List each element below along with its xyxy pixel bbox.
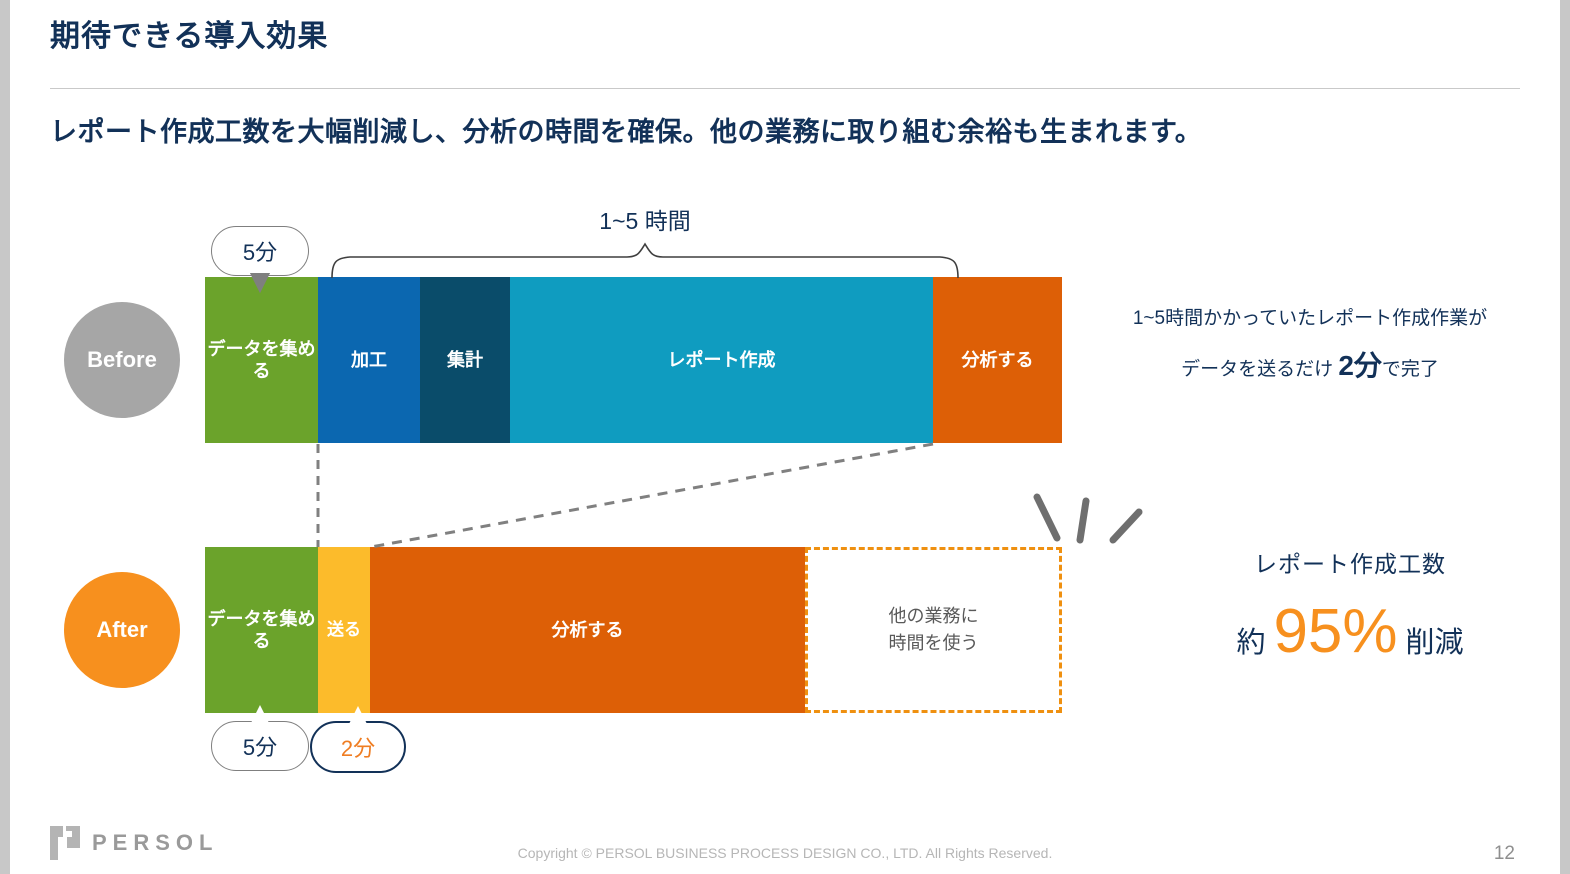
after-segment-send: 送る [318, 547, 370, 713]
after-segment-collect-label: データを集める [207, 608, 316, 652]
after-duration-bubble-send: 2分 [310, 705, 406, 773]
before-segment-report-label: レポート作成 [667, 349, 776, 370]
before-duration-brace: 1~5 時間 [330, 202, 960, 280]
before-duration-bubble-collect: 5分 [211, 226, 309, 293]
after-segment-analyze: 分析する [370, 547, 805, 713]
lead-statement: レポート作成工数を大幅削減し、分析の時間を確保。他の業務に取り組む余裕も生まれま… [50, 117, 1203, 147]
page-title: 期待できる導入効果 [50, 20, 329, 53]
after-bar: データを集める 送る 分析する [205, 547, 1062, 713]
bubble-tail [348, 705, 368, 725]
sparkle-icon [1033, 493, 1143, 544]
after-badge: After [64, 572, 180, 688]
title-divider [50, 88, 1520, 89]
before-segment-analyze-label: 分析する [961, 349, 1034, 370]
before-segment-aggregate-label: 集計 [447, 349, 483, 370]
page-edge-right [1560, 0, 1570, 874]
before-segment-collect-label: データを集める [207, 338, 316, 382]
after-note-approx: 約 [1236, 627, 1266, 659]
before-note-highlight: 2分 [1338, 350, 1382, 381]
after-segment-collect: データを集める [205, 547, 318, 713]
after-duration-bubble-collect-label: 5分 [242, 735, 278, 760]
before-segment-analyze: 分析する [933, 277, 1062, 443]
before-note: 1~5時間かかっていたレポート作成作業が データを送るだけ 2分で完了 [1075, 300, 1545, 394]
after-other-work-label: 他の業務に 時間を使う [888, 606, 979, 653]
page-number: 12 [1493, 843, 1515, 864]
before-segment-process-label: 加工 [351, 349, 387, 370]
before-note-line1: 1~5時間かかっていたレポート作成作業が [1132, 308, 1488, 329]
brace-icon [331, 242, 959, 279]
persol-logo-text: PERSOL [92, 830, 219, 855]
before-note-line2-pre: データを送るだけ [1181, 359, 1339, 380]
before-duration-bubble-collect-label: 5分 [242, 240, 278, 265]
before-segment-collect: データを集める [205, 277, 318, 443]
after-duration-bubble-send-label: 2分 [340, 736, 376, 761]
before-badge: Before [64, 302, 180, 418]
bubble-tail [250, 273, 270, 293]
before-segment-process: 加工 [318, 277, 420, 443]
after-note: レポート作成工数 約 95% 削減 [1150, 545, 1550, 663]
after-other-work-box: 他の業務に 時間を使う [805, 547, 1062, 713]
persol-logo-icon [50, 826, 80, 860]
footer-logo: PERSOL [50, 826, 218, 860]
before-note-line2-post: で完了 [1381, 359, 1439, 380]
before-segment-report: レポート作成 [510, 277, 933, 443]
bubble-tail [250, 704, 270, 724]
before-segment-aggregate: 集計 [420, 277, 510, 443]
after-segment-send-label: 送る [327, 620, 361, 640]
after-note-caption: レポート作成工数 [1254, 551, 1446, 577]
connector-diagonal-dashed [370, 442, 934, 549]
after-note-suffix: 削減 [1405, 627, 1464, 659]
after-note-figure: 約 95% 削減 [1150, 601, 1550, 663]
before-bar: データを集める 加工 集計 レポート作成 分析する [205, 277, 1062, 443]
page-edge-left [0, 0, 10, 874]
after-duration-bubble-collect: 5分 [211, 704, 309, 771]
copyright-text: Copyright © PERSOL BUSINESS PROCESS DESI… [517, 845, 1053, 861]
after-segment-analyze-label: 分析する [551, 619, 624, 640]
before-note-line2: データを送るだけ 2分で完了 [1075, 338, 1545, 394]
after-note-percent: 95% [1273, 597, 1398, 666]
before-duration-brace-label: 1~5 時間 [599, 208, 691, 234]
